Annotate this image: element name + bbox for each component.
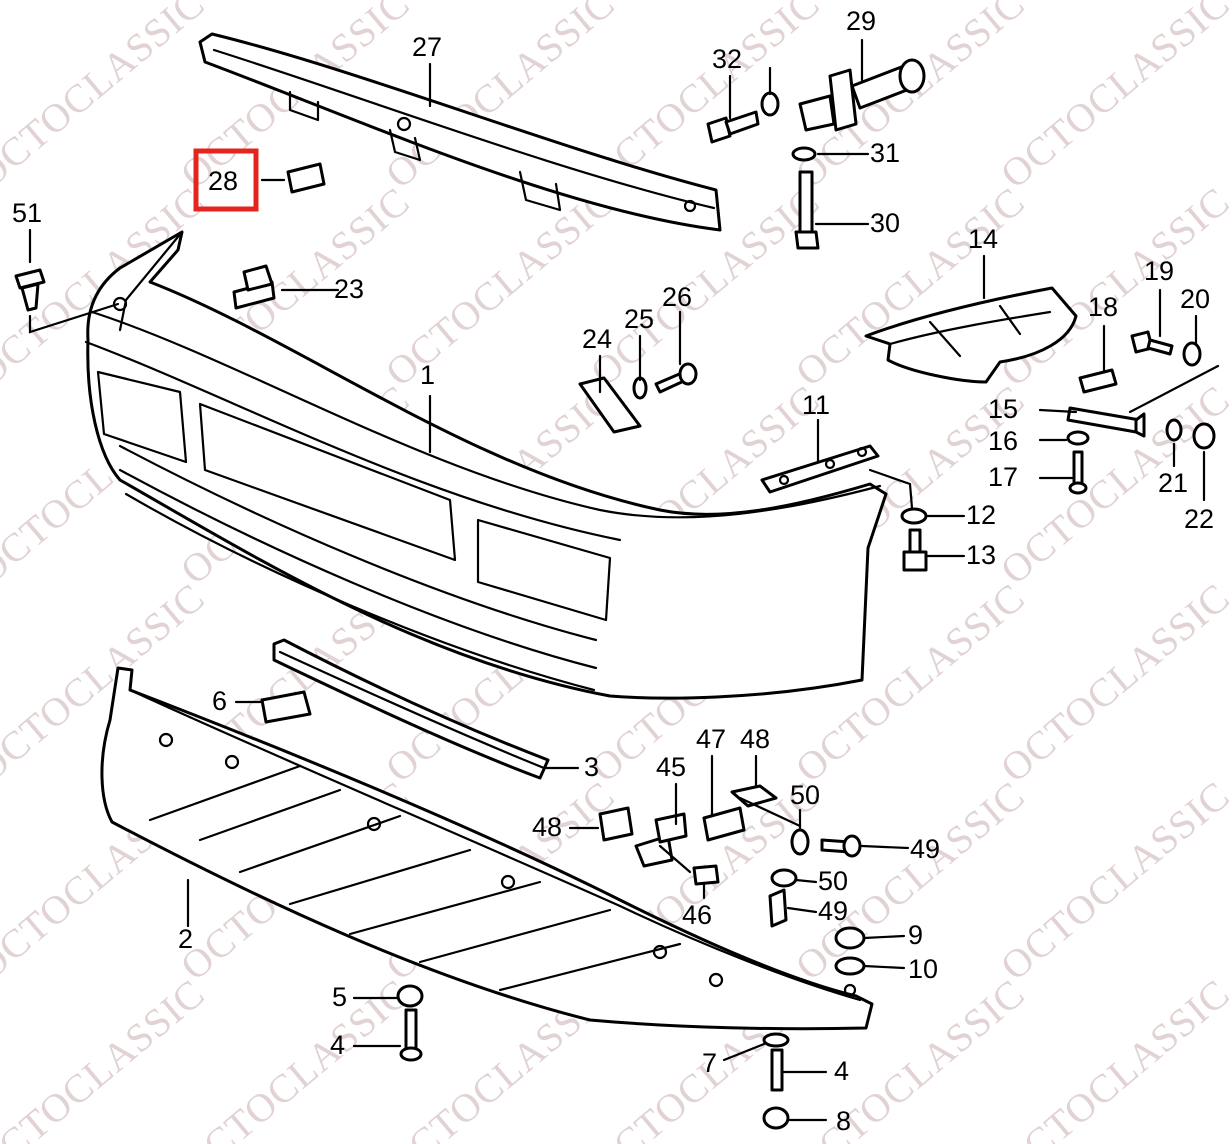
part-5-nut [396,984,424,1008]
part-label-27: 27 [412,32,442,62]
part-label-19: 19 [1144,256,1174,286]
part-15-bracket [1066,406,1146,438]
part-22-nut [1192,422,1216,450]
part-16-screw [1068,450,1088,495]
part-label-49: 49 [910,834,940,864]
part-3-rubber-strip [272,638,550,780]
part-47-bracket [702,806,746,842]
part-label-17: 17 [988,462,1018,492]
part-49-screw-b [768,888,788,928]
part-label-47: 47 [696,724,726,754]
part-14-air-duct [864,286,1078,384]
part-label-25: 25 [624,304,654,334]
part-50-washer-b [770,868,798,888]
part-27-reinforcement-bar [198,32,722,232]
part-label-7: 7 [702,1048,717,1078]
part-label-1: 1 [420,360,435,390]
part-18-nut [1078,368,1118,394]
highlighted-part-label-28: 28 [208,166,238,196]
part-13-bolt [902,528,928,572]
part-31-washer [791,146,817,162]
part-10-washer [834,956,866,976]
part-label-31: 31 [870,138,900,168]
part-label-29: 29 [846,6,876,36]
part-49-screw-a [820,834,862,858]
watermark-text: OCTOCLASSIC [0,970,213,1144]
part-11-bracket-plate [760,444,880,494]
part-label-18: 18 [1088,292,1118,322]
part-label-6: 6 [212,686,227,716]
part-label-21: 21 [1158,468,1188,498]
part-label-48: 48 [532,812,562,842]
part-label-4: 4 [834,1056,849,1086]
part-8-grommet [762,1106,790,1130]
part-7-washer [762,1032,790,1048]
part-30-long-bolt [794,170,820,250]
part-24-bracket [578,376,642,434]
part-label-23: 23 [334,274,364,304]
part-21-washer [1165,418,1183,442]
part-label-50: 50 [790,780,820,810]
part-number-labels: 1234456789101112131415161718192021222324… [12,6,1214,1136]
part-label-8: 8 [836,1106,851,1136]
part-label-32: 32 [712,44,742,74]
part-label-16: 16 [988,426,1018,456]
part-45-bracket [634,812,688,868]
part-50-washer-a [790,828,810,856]
part-33-washer [760,91,780,117]
part-label-51: 51 [12,198,42,228]
part-label-14: 14 [968,224,998,254]
part-20-washer [1182,341,1202,367]
part-label-20: 20 [1180,284,1210,314]
part-label-12: 12 [966,500,996,530]
highlight-box-part-28 [193,148,259,212]
part-label-15: 15 [988,394,1018,424]
part-label-50: 50 [818,866,848,896]
part-46-pin [692,864,720,886]
part-19-bolt [1130,330,1174,356]
part-label-2: 2 [178,924,193,954]
part-4-screw-a [399,1008,423,1062]
part-6-clip [260,690,312,724]
part-label-49: 49 [818,896,848,926]
watermark-text: OCTOCLASSIC [992,0,1232,197]
part-25-screw [654,362,698,394]
watermark-text: OCTOCLASSIC [992,970,1232,1144]
part-29-towing-eye [798,58,926,132]
leader-lines [28,38,1220,1122]
part-23-clip [232,264,276,310]
part-2-undertray [100,666,874,1031]
part-label-13: 13 [966,540,996,570]
watermark-text: OCTOCLASSIC [172,970,418,1144]
part-label-3: 3 [584,752,599,782]
part-51-clip [14,268,46,312]
part-label-46: 46 [682,900,712,930]
part-label-24: 24 [582,324,612,354]
part-48-clip-a [598,806,634,842]
part-label-5: 5 [332,982,347,1012]
part-4-screw-b [770,1048,784,1092]
part-label-11: 11 [802,390,830,420]
part-32-bolt [706,110,760,144]
part-1-bumper-shell [84,230,888,700]
part-label-9: 9 [908,920,923,950]
part-48-clip-b [730,784,778,808]
part-17-washer [1066,430,1090,446]
part-label-45: 45 [656,752,686,782]
part-label-26: 26 [662,282,692,312]
part-9-nut [834,926,866,950]
part-12-washer [900,507,928,525]
part-label-4: 4 [330,1030,345,1060]
part-label-30: 30 [870,208,900,238]
part-label-48: 48 [740,724,770,754]
part-label-22: 22 [1184,504,1214,534]
part-28-clip [286,162,326,194]
part-label-10: 10 [908,954,938,984]
